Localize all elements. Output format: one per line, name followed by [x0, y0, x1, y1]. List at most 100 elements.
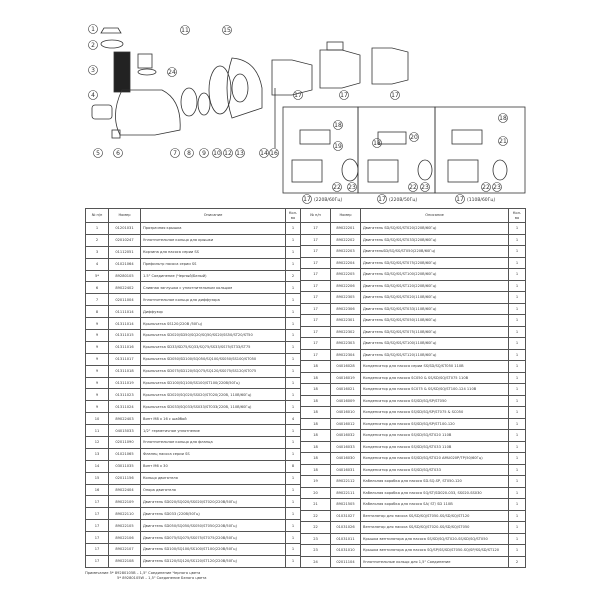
- quantity: 1: [285, 388, 301, 402]
- part-number: 01311016: [108, 340, 141, 354]
- inset-caption: (220В/50Гц): [389, 197, 417, 203]
- description: Винт M8 x 16 с шайбой: [140, 412, 286, 426]
- part-number: 89022201: [330, 222, 361, 235]
- callout-label: 11: [181, 27, 189, 34]
- col-part-number: Номер: [108, 208, 141, 223]
- row-number: 9: [85, 340, 109, 354]
- description: Двигатель SD/SQ/SS/ST100(220В/60Гц): [360, 268, 509, 281]
- part-number: 04016028: [330, 360, 361, 373]
- part-number: 89022305: [330, 291, 361, 304]
- callout-label: 19: [334, 143, 342, 150]
- part-number: 01031011: [330, 532, 361, 545]
- row-number: 17: [300, 314, 331, 327]
- row-number: 17: [300, 222, 331, 235]
- table-header: № п/п Номер Описание Кол-во: [300, 208, 526, 223]
- callout-circle: [113, 148, 123, 158]
- quantity: 1: [508, 360, 526, 373]
- description: Прозрачная крышка: [140, 222, 286, 235]
- row-number: 23: [300, 544, 331, 557]
- description: Двигатель SD020/SQ020/SS020/ST020(220В/5…: [140, 495, 286, 509]
- quantity: 1: [508, 486, 526, 499]
- description: Крышка вентилятора для насоса SQ/SP/SS/S…: [360, 544, 509, 557]
- part-number: 04015033: [108, 424, 141, 438]
- description: Кабельная коробка для насоса SA/ ST/ SD …: [360, 498, 509, 511]
- callout-circle: [498, 113, 508, 123]
- description: Конденсатор для насоса SS/SD/SQ/SP/ST100…: [360, 417, 509, 430]
- col-number: № п/п: [300, 208, 331, 223]
- part-number: 89022404: [108, 483, 141, 497]
- description: Кольцо двигателя: [140, 471, 286, 485]
- part-number: 89022302: [330, 325, 361, 338]
- row-number: 17: [85, 554, 109, 569]
- row-number: 2: [85, 233, 109, 247]
- col-part-number: Номер: [330, 208, 361, 223]
- quantity: 1: [285, 222, 301, 235]
- description: Фланец насоса серии SS: [140, 447, 286, 461]
- quantity: 1: [508, 452, 526, 465]
- callout-label: 17: [456, 196, 464, 203]
- description: Двигатель SD/SQ/SS/ST120(220В/60Гц): [360, 279, 509, 292]
- description: Конденсатор для насоса серии SS/SD/SQ/ST…: [360, 360, 509, 373]
- quantity: 1: [508, 429, 526, 442]
- quantity: 1: [285, 329, 301, 342]
- part-number: 89022402: [108, 281, 141, 295]
- description: Крышка вентилятора для насоса SS/SD/SQ/S…: [360, 532, 509, 545]
- quantity: 1: [285, 233, 301, 247]
- callout-circle: [339, 90, 349, 100]
- quantity: 2: [508, 555, 526, 568]
- callout-circle: [222, 25, 232, 35]
- description: Сливная заглушка с уплотнительным кольцо…: [140, 281, 286, 295]
- quantity: 1: [285, 340, 301, 354]
- quantity: 1: [285, 424, 301, 438]
- callout-label: 22: [409, 184, 417, 191]
- row-number: 17: [300, 325, 331, 338]
- quantity: 1: [285, 471, 301, 485]
- callout-label: 21: [499, 138, 507, 145]
- callout-circle: [347, 182, 357, 192]
- row-number: 17: [85, 519, 109, 533]
- motor-part-2: [319, 49, 361, 89]
- row-number: 17: [85, 531, 109, 545]
- description: Конденсатор для насоса SS/SD/SQ/SP/ST050: [360, 394, 509, 407]
- callout-label: 22: [333, 184, 341, 191]
- callout-label: 7: [173, 150, 177, 157]
- row-number: 9: [85, 352, 109, 366]
- part-number: 89022301: [330, 314, 361, 327]
- col-number: № п/п: [85, 208, 109, 223]
- description: Вентилятор для насоса SS/SD/SQ/ST050-SS/…: [360, 509, 509, 522]
- part-number: 01021065: [108, 447, 141, 461]
- quantity: 1: [285, 531, 301, 545]
- quantity: 1: [285, 281, 301, 295]
- callout-circle: [269, 148, 279, 158]
- row-number: 9: [85, 388, 109, 402]
- callout-label: 17: [303, 196, 311, 203]
- part-number: 89022304: [330, 348, 361, 361]
- quantity: 1: [508, 440, 526, 453]
- row-number: 23: [300, 532, 331, 545]
- description: Двигатель SD/SQ/SS/ST075(220В/60Гц): [360, 256, 509, 269]
- description: Конденсатор для насоса SS/SD/SQ/ST020 11…: [360, 429, 509, 442]
- impeller-part: [197, 92, 211, 116]
- callout-circle: [88, 24, 98, 34]
- row-number: 18: [300, 360, 331, 373]
- description: Двигатель SD/SQ/SS/ST100(110В/60Гц): [360, 337, 509, 350]
- quantity: 1: [508, 394, 526, 407]
- callout-label: 23: [348, 184, 356, 191]
- row-number: 4: [85, 257, 109, 271]
- description: Крыльчатка SD100/SQ100/SS100/ST100(220В/…: [140, 376, 286, 390]
- description: Двигатель SD/SQ/SS/ST050(110В/60Гц): [360, 314, 509, 327]
- row-number: 17: [85, 495, 109, 509]
- row-number: 17: [300, 337, 331, 350]
- callout-circle: [235, 148, 245, 158]
